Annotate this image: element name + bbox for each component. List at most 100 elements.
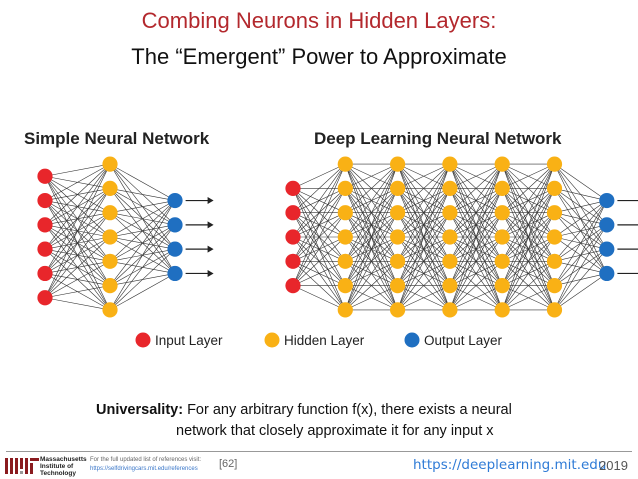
- simple-hidden-node: [102, 253, 118, 269]
- deep-hidden-node: [442, 229, 458, 245]
- deep-edge: [345, 163, 398, 286]
- deep-edge: [292, 163, 346, 286]
- simple-hidden-node: [102, 156, 118, 172]
- deep-edge: [449, 188, 503, 311]
- simple-output-node: [167, 241, 183, 257]
- legend-label: Hidden Layer: [284, 333, 365, 348]
- slide-title-line2: The “Emergent” Power to Approximate: [131, 44, 507, 69]
- deep-hidden-node: [390, 156, 406, 172]
- reference-number: [62]: [219, 458, 238, 470]
- deep-edge: [449, 163, 503, 286]
- simple-edge: [109, 200, 176, 238]
- deep-edge: [397, 163, 451, 311]
- simple-input-node: [37, 241, 53, 257]
- deep-hidden-node: [390, 205, 406, 221]
- deep-edge: [449, 212, 503, 311]
- mit-logo-icon: [5, 458, 39, 474]
- deep-hidden-node: [546, 229, 563, 245]
- deep-edge: [449, 163, 503, 262]
- deep-edge: [292, 163, 346, 238]
- deep-edge: [501, 236, 555, 311]
- legend-label: Output Layer: [424, 333, 503, 348]
- deep-edge: [554, 224, 608, 311]
- deep-hidden-node: [494, 180, 510, 196]
- deep-edge: [397, 163, 451, 262]
- deep-edge: [345, 285, 398, 311]
- universality-statement: Universality: For any arbitrary function…: [96, 400, 512, 442]
- deep-hidden-node: [494, 229, 510, 245]
- deep-edge: [501, 163, 555, 311]
- deep-edge: [554, 200, 607, 238]
- mit-wordmark: Massachusetts Institute of Technology: [40, 456, 87, 477]
- deep-hidden-node: [494, 302, 510, 318]
- simple-input-node: [37, 192, 53, 209]
- simple-edge: [109, 273, 176, 311]
- simple-edge: [109, 200, 176, 213]
- deep-edge: [397, 163, 451, 238]
- deep-edge: [554, 200, 608, 262]
- simple-network: [37, 156, 214, 318]
- references-note: For the full updated list of references …: [90, 456, 201, 474]
- deep-edge: [292, 261, 346, 286]
- simple-edge: [44, 163, 111, 250]
- simple-output-node: [167, 265, 183, 282]
- simple-edge: [44, 163, 111, 177]
- deep-edge: [345, 163, 398, 189]
- deep-edge: [554, 200, 608, 286]
- deep-edge: [397, 261, 451, 311]
- deep-edge: [345, 163, 398, 311]
- deep-edge: [345, 163, 398, 238]
- simple-input-node: [37, 265, 53, 282]
- simple-edge: [109, 200, 176, 262]
- simple-edge: [109, 200, 176, 286]
- deep-hidden-node: [546, 205, 563, 221]
- deep-edge: [501, 163, 555, 262]
- simple-edge: [44, 163, 111, 298]
- deep-edge: [501, 212, 555, 311]
- deep-input-node: [285, 180, 301, 196]
- deep-output-node: [599, 241, 615, 257]
- deep-edge: [449, 163, 503, 311]
- simple-edge: [109, 224, 176, 311]
- deep-edge: [554, 273, 607, 311]
- simple-edge: [44, 212, 111, 298]
- simple-arrow-head: [207, 245, 214, 253]
- deep-edge: [554, 163, 607, 201]
- simple-edge: [44, 163, 111, 201]
- deep-hidden-node: [546, 156, 563, 172]
- deep-hidden-node: [390, 302, 406, 318]
- deep-input-node: [285, 205, 301, 221]
- deep-edge: [292, 163, 346, 213]
- simple-edge: [109, 188, 176, 201]
- deep-edge: [397, 285, 451, 311]
- deep-edge: [449, 163, 503, 238]
- simple-edge: [109, 248, 176, 311]
- legend-swatch: [135, 332, 151, 348]
- simple-edge: [44, 297, 111, 311]
- course-url-link[interactable]: https://deeplearning.mit.edu: [413, 457, 607, 473]
- deep-input-node: [285, 278, 301, 294]
- deep-edge: [345, 188, 398, 311]
- footer-divider: [6, 451, 632, 452]
- simple-output-node: [167, 192, 183, 209]
- deep-edge: [397, 212, 451, 311]
- deep-hidden-node: [337, 180, 353, 196]
- simple-edge: [109, 163, 176, 201]
- simple-input-node: [37, 168, 53, 184]
- deep-edge: [449, 285, 503, 311]
- deep-hidden-node: [442, 302, 458, 318]
- deep-network: [285, 156, 638, 318]
- simple-output-node: [167, 217, 183, 233]
- simple-edge: [44, 285, 111, 299]
- deep-hidden-node: [494, 156, 510, 172]
- references-link[interactable]: https://selfdrivingcars.mit.edu/referenc…: [90, 466, 198, 472]
- deep-hidden-node: [337, 278, 353, 294]
- simple-hidden-node: [102, 205, 118, 221]
- deep-edge: [345, 236, 398, 311]
- deep-edge: [292, 188, 346, 286]
- simple-hidden-node: [102, 278, 118, 294]
- footer-year: 2019: [599, 458, 628, 473]
- deep-hidden-node: [390, 180, 406, 196]
- deep-hidden-node: [390, 253, 406, 269]
- deep-output-node: [599, 265, 615, 282]
